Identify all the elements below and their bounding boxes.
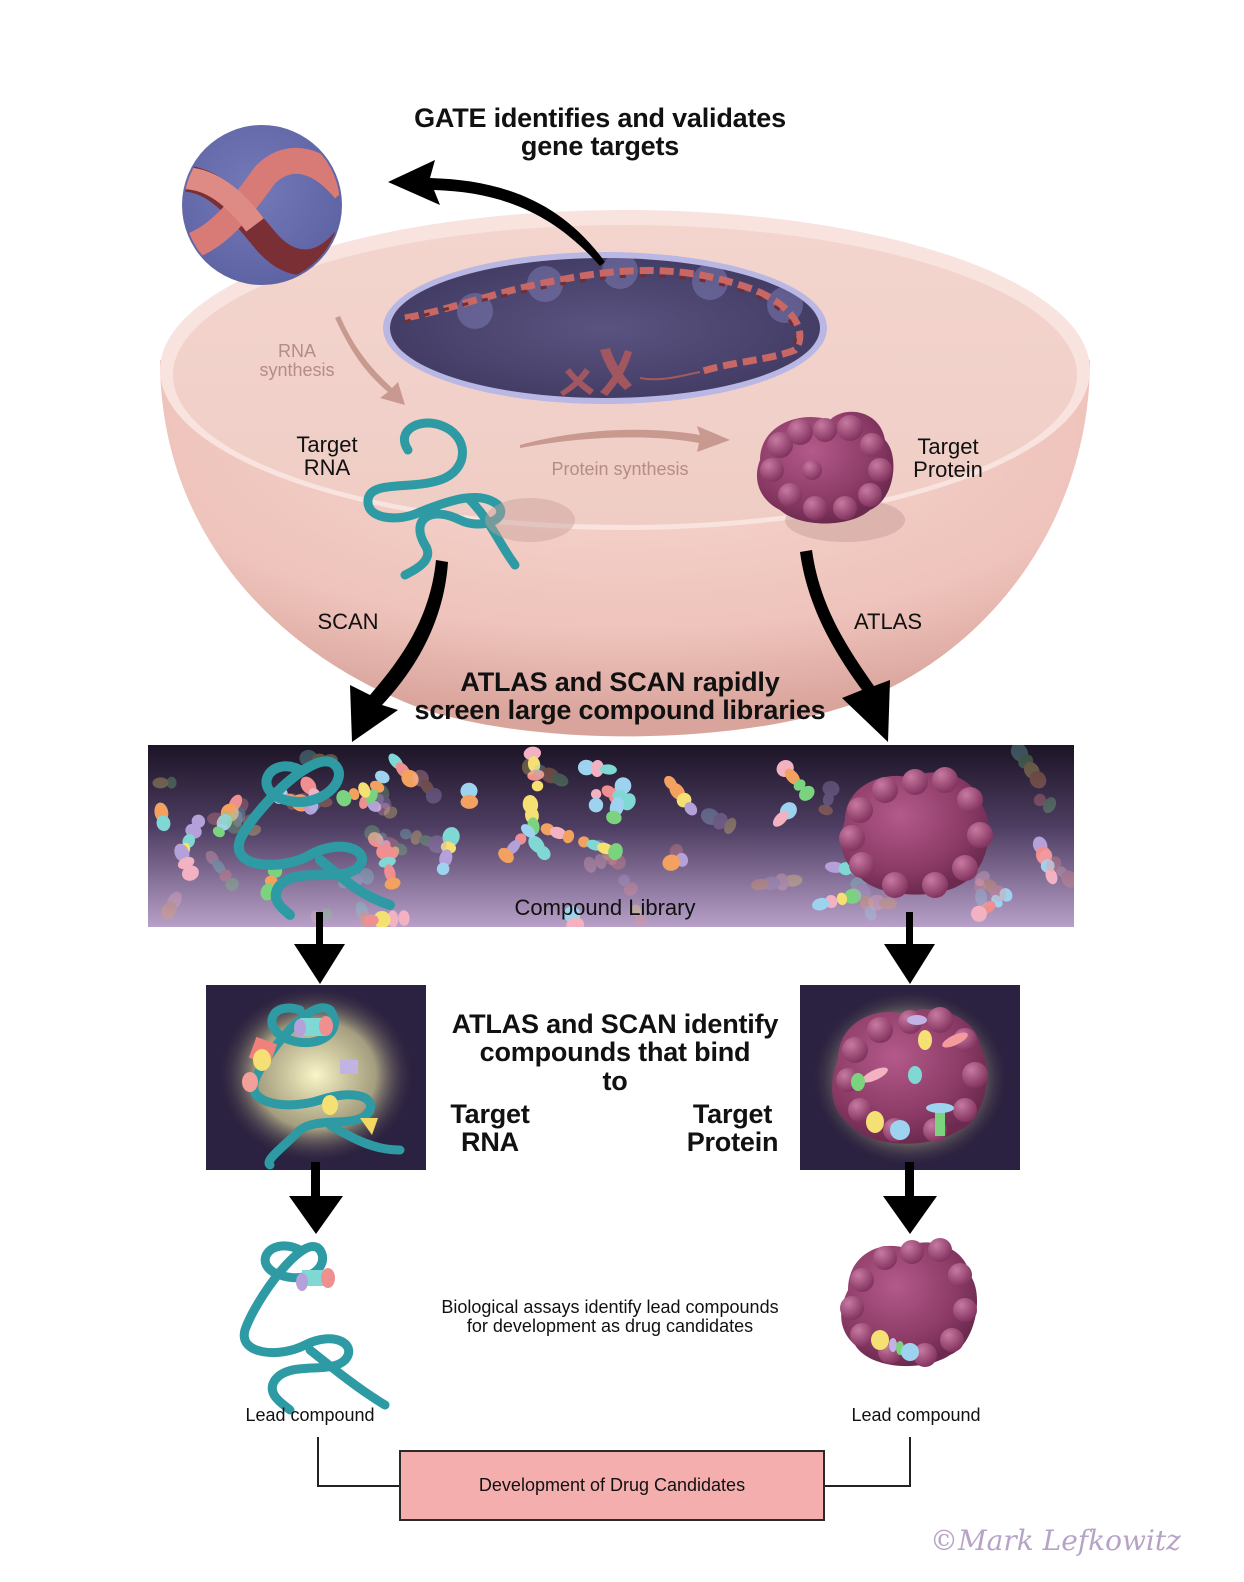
library-compound	[498, 824, 536, 864]
library-compound	[868, 894, 898, 911]
library-compound	[1033, 793, 1057, 814]
library-compound	[522, 795, 540, 836]
connector-right	[825, 1437, 911, 1487]
library-compound	[583, 851, 618, 873]
library-target-rna	[233, 756, 395, 920]
library-compound	[207, 810, 243, 827]
library-compound	[662, 852, 689, 871]
lead-compound-rna	[239, 1241, 390, 1415]
rna-synthesis-label: RNA synthesis	[259, 341, 335, 380]
screen-heading: ATLAS and SCAN rapidly screen large comp…	[414, 667, 826, 726]
lead-compound-label-right: Lead compound	[851, 1405, 981, 1425]
scan-label: SCAN	[317, 609, 379, 634]
target-protein-cell	[756, 411, 905, 542]
library-compound	[1032, 836, 1058, 885]
target-rna-label: Target RNA	[296, 432, 358, 481]
assay-description: Biological assays identify lead compound…	[441, 1297, 779, 1336]
gate-heading: GATE identifies and validates gene targe…	[414, 103, 786, 162]
compound-library-panel	[148, 745, 1074, 927]
development-box: Development of Drug Candidates	[399, 1450, 825, 1521]
library-arrow-left	[294, 912, 345, 984]
lead-compound-label-left: Lead compound	[245, 1405, 375, 1425]
chromosome-icon	[560, 348, 632, 396]
compound-library-label: Compound Library	[514, 895, 696, 920]
target-protein-label: Target Protein	[913, 434, 983, 483]
bound-compounds-rna	[242, 1016, 378, 1135]
library-compound	[460, 782, 479, 809]
library-compound	[974, 878, 988, 907]
library-compound	[436, 827, 460, 876]
library-compound	[850, 875, 877, 921]
protein-synthesis-label: Protein synthesis	[551, 459, 689, 479]
target-rna-cell	[363, 418, 520, 580]
library-compound	[818, 780, 840, 816]
nucleus	[383, 252, 827, 404]
gate-arrow	[388, 160, 605, 266]
connector-left	[317, 1437, 399, 1487]
library-compound	[629, 904, 647, 926]
binding-panel-protein	[800, 985, 1020, 1170]
library-compound	[751, 873, 803, 891]
artist-signature: ©Mark Lefkowitz	[930, 1524, 1181, 1557]
library-compound	[174, 843, 199, 881]
library-compound	[399, 828, 447, 854]
library-compound	[577, 759, 617, 778]
library-compound	[664, 775, 698, 816]
library-compound	[152, 776, 177, 789]
binding-target-rna-label: Target RNA	[450, 1099, 530, 1158]
binding-arrow-right	[883, 1162, 937, 1234]
atlas-arrow	[800, 550, 890, 742]
library-compound	[812, 888, 862, 911]
library-compound	[1038, 849, 1074, 888]
library-compound	[776, 759, 815, 801]
library-compound	[606, 777, 632, 825]
binding-heading: ATLAS and SCAN identify compounds that b…	[451, 1009, 779, 1096]
library-compound	[212, 794, 243, 838]
library-compound	[528, 835, 551, 861]
rna-shadow	[485, 498, 575, 542]
lead-compound-protein	[840, 1238, 978, 1367]
library-compound	[376, 843, 401, 890]
binding-target-protein-label: Target Protein	[686, 1099, 779, 1158]
scan-arrow	[350, 560, 448, 742]
library-compound	[1010, 745, 1047, 789]
library-compound	[336, 782, 371, 807]
development-box-label: Development of Drug Candidates	[478, 1475, 746, 1495]
library-compound	[412, 769, 442, 804]
library-compound	[700, 808, 737, 834]
library-target-protein	[839, 767, 993, 898]
atlas-label: ATLAS	[853, 609, 923, 634]
protein-synthesis-arrow	[520, 426, 730, 452]
library-compound	[363, 910, 410, 927]
rna-synthesis-arrow	[335, 316, 405, 405]
library-compound	[970, 888, 1013, 922]
library-compound	[563, 905, 586, 927]
library-compound	[523, 746, 545, 792]
library-arrow-right	[884, 912, 935, 984]
library-compound	[588, 788, 604, 813]
library-compound	[618, 874, 638, 896]
library-compound	[540, 823, 575, 844]
bound-compounds-protein	[851, 1015, 968, 1140]
library-compound	[578, 836, 623, 861]
library-compound	[161, 891, 182, 920]
dna-magnifier	[182, 125, 342, 285]
library-compound	[521, 757, 569, 787]
library-compound	[772, 802, 797, 827]
library-compound	[388, 753, 419, 788]
binding-arrow-left	[289, 1162, 343, 1234]
library-compound	[154, 802, 171, 832]
library-compound	[364, 825, 408, 856]
library-compound	[226, 798, 249, 834]
binding-panel-rna	[206, 985, 426, 1170]
library-compound	[974, 870, 1007, 902]
library-compound	[205, 850, 239, 891]
